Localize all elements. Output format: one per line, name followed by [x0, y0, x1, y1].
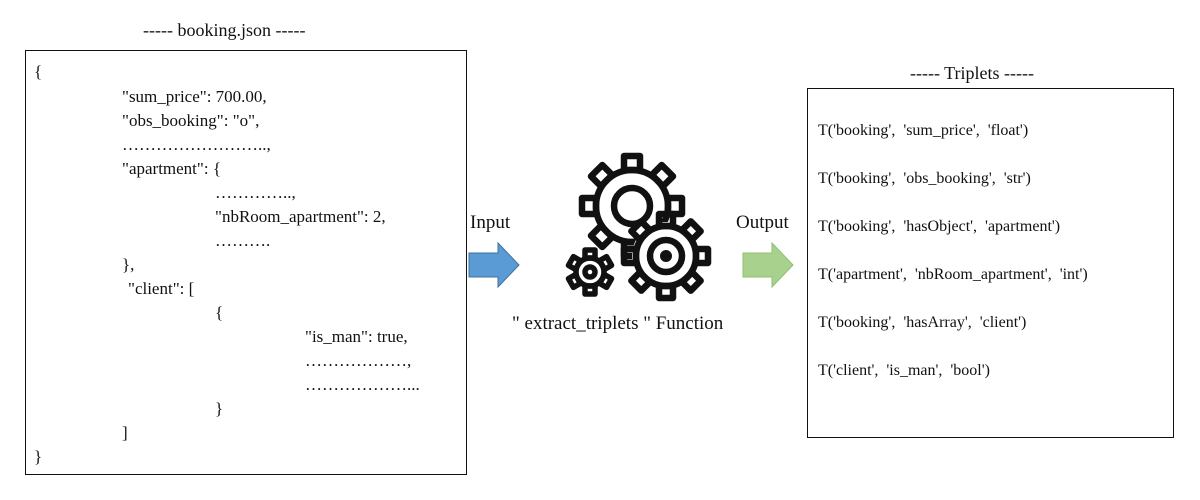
json-line: { — [215, 303, 224, 322]
triplets-panel — [807, 88, 1174, 438]
json-panel-title: ----- booking.json ----- — [143, 20, 306, 40]
json-line: { — [34, 62, 43, 81]
json-line: "nbRoom_apartment": 2, — [215, 207, 386, 226]
triplet-item: T('booking', 'hasObject', 'apartment') — [818, 218, 1061, 235]
input-label: Input — [470, 212, 511, 233]
json-line: } — [215, 399, 224, 418]
output-arrow — [742, 241, 794, 289]
triplet-item: T('booking', 'obs_booking', 'str') — [818, 170, 1031, 187]
json-line: ] — [122, 423, 128, 442]
json-line: }, — [122, 255, 135, 274]
json-line: "obs_booking": "o", — [122, 111, 260, 130]
json-line: ………………, — [305, 351, 412, 370]
function-label: " extract_triplets " Function — [512, 313, 724, 334]
triplet-item: T('apartment', 'nbRoom_apartment', 'int'… — [818, 266, 1088, 283]
json-line: ………………... — [305, 375, 420, 394]
json-line: ………. — [215, 231, 271, 250]
triplet-item: T('client', 'is_man', 'bool') — [818, 362, 990, 379]
json-line: "sum_price": 700.00, — [122, 87, 267, 106]
json-line: …………………….., — [122, 135, 271, 154]
triplet-item: T('booking', 'sum_price', 'float') — [818, 122, 1029, 139]
json-line: } — [34, 447, 43, 466]
json-panel — [25, 50, 467, 475]
json-line: "is_man": true, — [305, 327, 408, 346]
json-line: "apartment": { — [122, 159, 221, 178]
gears-icon — [565, 152, 712, 302]
triplets-panel-title: ----- Triplets ----- — [910, 63, 1034, 83]
input-arrow — [468, 241, 520, 289]
output-label: Output — [736, 212, 789, 233]
json-line: ………….., — [215, 183, 296, 202]
triplet-item: T('booking', 'hasArray', 'client') — [818, 314, 1027, 331]
json-line: "client": [ — [128, 279, 195, 298]
